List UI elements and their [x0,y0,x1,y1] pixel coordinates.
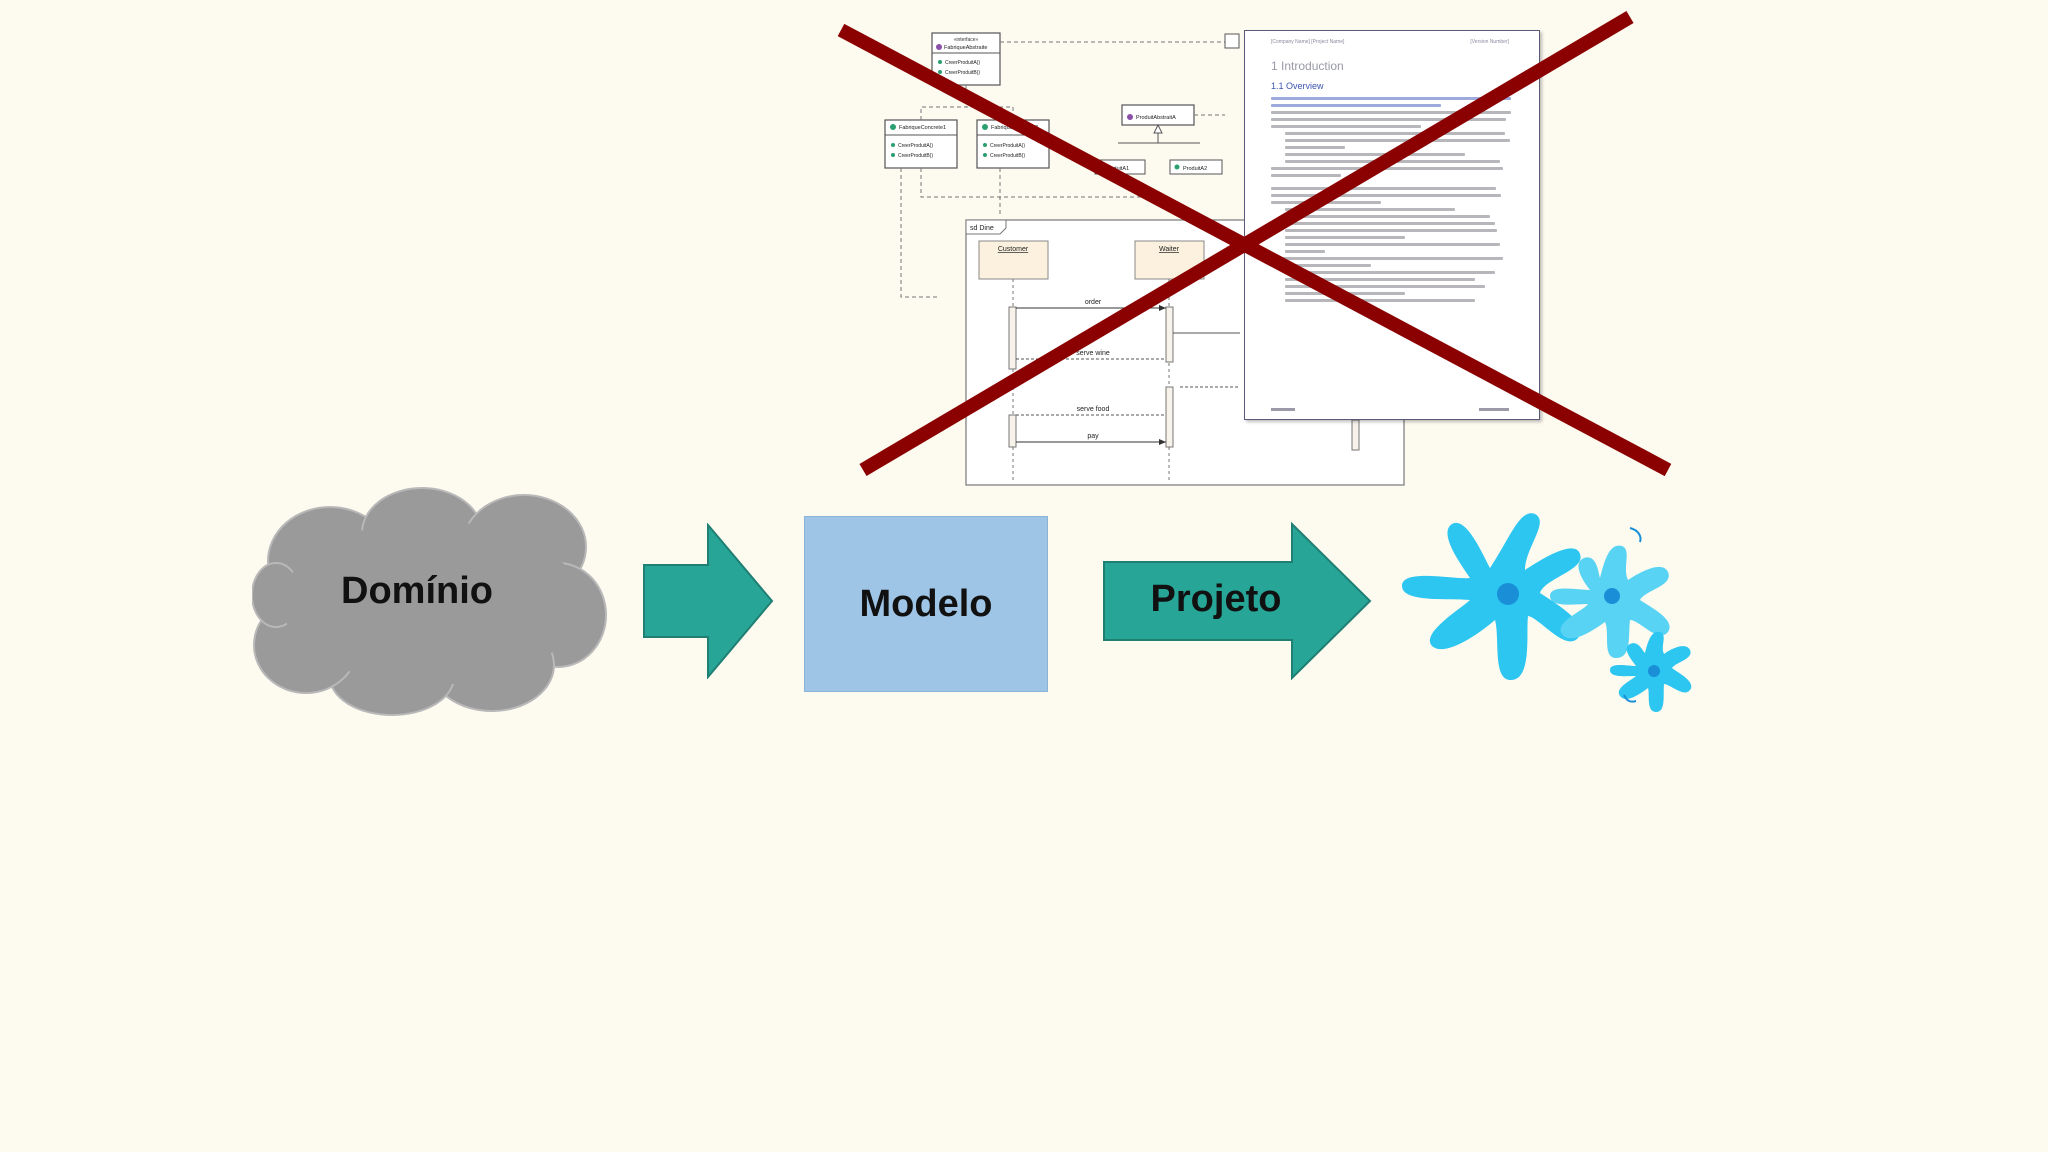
uml-msg-serve-wine: serve wine [1076,350,1110,357]
splat-motion-line-2 [1623,694,1637,703]
uml-msg-serve-food: serve food [1077,406,1110,413]
uml-lifeline-customer: Customer [998,246,1029,253]
uml-product-a2: ProduitA2 [1183,166,1207,172]
splat-shapes-graphic [1402,513,1692,712]
doc-header-left: [Company Name] [Project Name] [1271,39,1345,45]
doc-heading: 1 Introduction [1271,59,1344,73]
uml-sequence-frame: sd Dine [970,225,994,232]
domain-cloud-shape [252,487,607,716]
uml-method-a: CreerProduitA() [945,60,980,66]
uml-concrete-factory-2: FabriqueConcrete2 [991,125,1038,131]
doc-section-heading: 1.1 Overview [1271,81,1324,91]
model-label: Modelo [859,582,993,625]
arrow-project [1103,522,1372,680]
model-box: Modelo [804,516,1048,692]
document-page-image: [Company Name] [Project Name] [Version N… [1244,30,1540,420]
doc-footer-left [1271,408,1295,411]
uml-cf2-method-b: CreerProduitB() [990,153,1025,159]
uml-msg-order: order [1085,299,1102,306]
uml-product-a1: ProduitA1 [1105,166,1129,172]
project-label: Projeto [1150,578,1282,620]
uml-cf1-method-a: CreerProduitA() [898,143,933,149]
uml-lifeline-waiter: Waiter [1159,246,1180,253]
doc-header-right: [Version Number] [1470,39,1509,45]
uml-method-b: CreerProduitB() [945,70,980,76]
uml-cf1-method-b: CreerProduitB() [898,153,933,159]
uml-interface-label: «interface» [954,37,979,43]
doc-footer-right [1479,408,1509,411]
uml-msg-pay: pay [1087,433,1099,440]
uml-concrete-factory-1: FabriqueConcrete1 [899,125,946,131]
uml-cf2-method-a: CreerProduitA() [990,143,1025,149]
uml-abstract-factory: FabriqueAbstraite [944,45,987,51]
doc-body-text [1271,97,1516,306]
uml-abstract-product: ProduitAbstraitA [1136,115,1176,121]
splat-large [1402,513,1581,681]
domain-label: Domínio [341,570,493,612]
arrow-domain-to-model [643,523,774,679]
splat-motion-line [1629,527,1642,543]
